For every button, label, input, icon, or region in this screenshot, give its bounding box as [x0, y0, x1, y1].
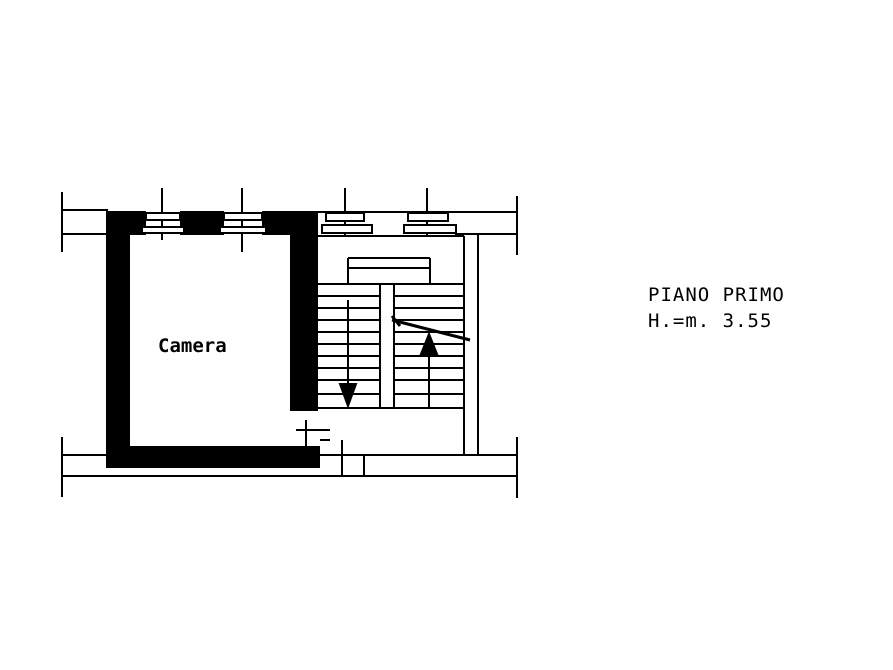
- room-label-camera: Camera: [158, 335, 227, 357]
- floor-title: PIANO PRIMO: [648, 284, 785, 306]
- room-walls: [106, 211, 320, 468]
- plan-caption: PIANO PRIMO H.=m. 3.55: [648, 282, 785, 334]
- down-arrow-icon: [338, 300, 358, 409]
- window-3: [321, 188, 373, 236]
- height-note: H.=m. 3.55: [648, 310, 773, 332]
- window-2: [219, 188, 267, 252]
- up-arrow-icon: [419, 331, 439, 408]
- window-1: [141, 188, 185, 240]
- window-4: [403, 188, 457, 236]
- stairwell: [318, 234, 479, 476]
- door-symbol: [296, 420, 343, 476]
- stair-break-line: [390, 315, 471, 342]
